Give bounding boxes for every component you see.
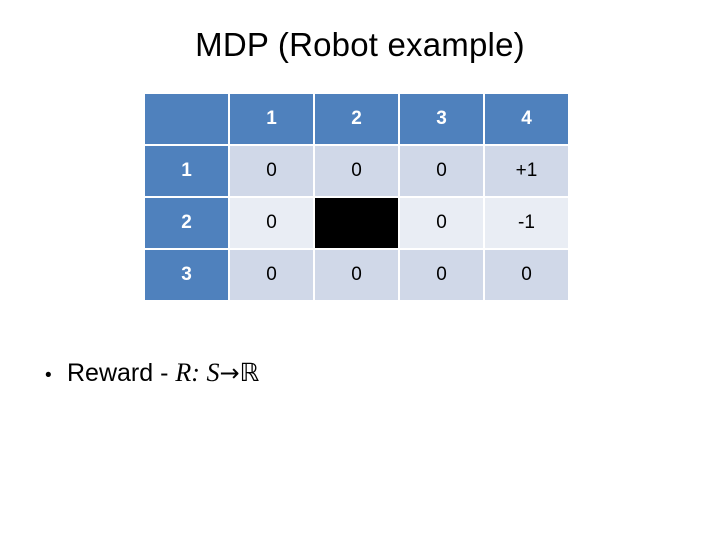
column-header-3: 3 xyxy=(400,94,483,144)
column-header-1: 1 xyxy=(230,94,313,144)
table-row: 2 0 0 -1 xyxy=(145,198,568,248)
grid-cell-r3c2: 0 xyxy=(315,250,398,300)
table-row: 3 0 0 0 0 xyxy=(145,250,568,300)
grid-cell-r2c3: 0 xyxy=(400,198,483,248)
row-header-2: 2 xyxy=(145,198,228,248)
grid-cell-r2c1: 0 xyxy=(230,198,313,248)
bullet-label-reward: Reward - xyxy=(67,359,176,387)
bullet-marker-icon: • xyxy=(45,365,52,386)
grid-cell-r1c1: 0 xyxy=(230,146,313,196)
grid-cell-r2c2-blocked xyxy=(315,198,398,248)
grid-cell-r2c4: -1 xyxy=(485,198,568,248)
column-header-2: 2 xyxy=(315,94,398,144)
grid-cell-r3c3: 0 xyxy=(400,250,483,300)
math-colon: : xyxy=(191,358,207,387)
grid-cell-r1c3: 0 xyxy=(400,146,483,196)
row-header-3: 3 xyxy=(145,250,228,300)
math-arrow-icon: → xyxy=(219,359,240,387)
bullet-text-reward: Reward - R: S→ℝ xyxy=(67,358,259,388)
table-row: 1 0 0 0 +1 xyxy=(145,146,568,196)
math-domain-symbol: S xyxy=(206,358,220,387)
grid-cell-r3c4: 0 xyxy=(485,250,568,300)
math-function-symbol: R xyxy=(175,358,192,387)
table-header-row: 1 2 3 4 xyxy=(145,94,568,144)
page-title: MDP (Robot example) xyxy=(195,26,525,63)
grid-cell-r1c4: +1 xyxy=(485,146,568,196)
reward-grid-table: 1 2 3 4 1 0 0 0 +1 2 0 0 -1 3 0 0 0 0 xyxy=(143,92,570,302)
bullet-item-reward: • Reward - R: S→ℝ xyxy=(45,358,259,388)
row-header-1: 1 xyxy=(145,146,228,196)
column-header-4: 4 xyxy=(485,94,568,144)
grid-cell-r3c1: 0 xyxy=(230,250,313,300)
grid-corner-cell xyxy=(145,94,228,144)
math-codomain-symbol: ℝ xyxy=(239,358,260,387)
grid-cell-r1c2: 0 xyxy=(315,146,398,196)
